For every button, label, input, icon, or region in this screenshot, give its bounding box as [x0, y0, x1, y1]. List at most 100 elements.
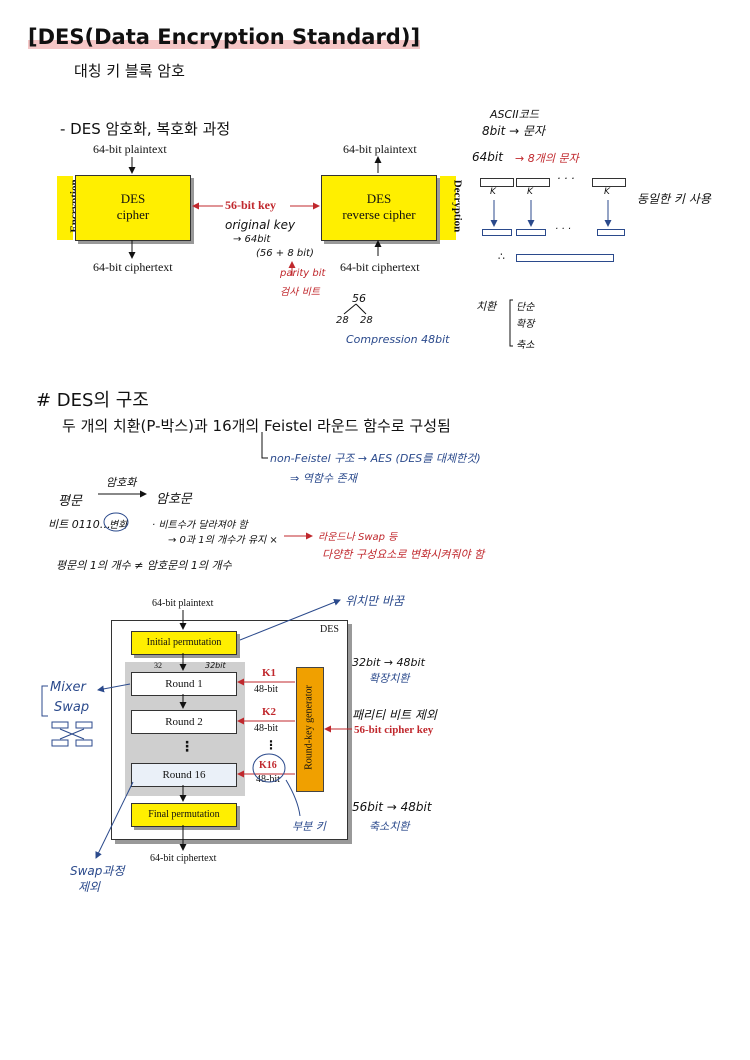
- split-lines: [343, 303, 367, 315]
- encryption-side-bar: [57, 176, 73, 240]
- block-1: [480, 178, 514, 187]
- decryption-side-bar: [440, 176, 456, 240]
- enc-plaintext-label: 64-bit plaintext: [93, 142, 167, 156]
- k2-bits: 48-bit: [254, 723, 278, 734]
- round-16-box: Round 16: [131, 763, 237, 787]
- note-plaintext: 평문: [58, 494, 82, 509]
- dec-plaintext-label: 64-bit plaintext: [343, 142, 417, 156]
- final-permutation-box: Final permutation: [131, 803, 237, 827]
- out-block-1: [482, 229, 512, 236]
- note-28-right: 28: [360, 315, 373, 326]
- out-block-2: [516, 229, 546, 236]
- block-n: [592, 178, 626, 187]
- round-1-box: Round 1: [131, 672, 237, 696]
- section-heading-process: - DES 암호화, 복호화 과정: [60, 120, 231, 138]
- note-56: 56: [352, 292, 366, 305]
- k16-bits: 48-bit: [256, 774, 280, 785]
- structure-description: 두 개의 치환(P-박스)과 16개의 Feistel 라운드 함수로 구성됨: [62, 417, 451, 435]
- block-2: [516, 178, 550, 187]
- note-32-to-48: 32bit → 48bit: [352, 656, 425, 669]
- des-frame-label: DES: [320, 624, 339, 635]
- k1-bits: 48-bit: [254, 684, 278, 695]
- note-excluded: 제외: [78, 880, 101, 894]
- swap-box-2: [75, 721, 93, 729]
- change-circle: [103, 512, 129, 532]
- swap-box-3: [51, 739, 69, 747]
- key-k-2: K: [527, 187, 533, 197]
- note-64bit: → 64bit: [233, 234, 271, 245]
- note-position-only: 위치만 바꿈: [345, 594, 405, 608]
- note-bits: 비트 0110…: [48, 518, 111, 531]
- note-28-left: 28: [336, 315, 349, 326]
- note-bits-differ: · 비트수가 달라져야 함: [152, 520, 248, 531]
- arrow-position-note: [239, 598, 341, 641]
- mixer-bracket: [41, 685, 48, 717]
- swap-cross: [59, 728, 85, 740]
- note-non-feistel: non-Feistel 구조 → AES (DES를 대체한것): [270, 452, 481, 465]
- block-dots: · · ·: [557, 172, 575, 185]
- out-dots: · · ·: [555, 224, 571, 235]
- keys-ellipsis: ⋮: [265, 738, 277, 752]
- k16-circle: [252, 753, 286, 783]
- therefore-mark: ∴: [498, 250, 505, 263]
- key-k-1: K: [490, 187, 496, 197]
- cipher-key-label: 56-bit cipher key: [354, 724, 434, 736]
- note-swap: Swap: [54, 700, 90, 715]
- page-subtitle: 대칭 키 블록 암호: [74, 62, 185, 80]
- subst-bracket: [509, 299, 513, 347]
- note-original-key: original key: [225, 218, 296, 232]
- note-ones-count: 평문의 1의 개수 ≠ 암호문의 1의 개수: [56, 559, 232, 572]
- note-compression-perm: 축소치환: [369, 820, 410, 833]
- round-2-box: Round 2: [131, 710, 237, 734]
- note-56-plus-8: (56 + 8 bit): [256, 248, 314, 259]
- k16-label: K16: [259, 760, 277, 771]
- note-inverse: ⇒ 역함수 존재: [290, 472, 357, 485]
- note-8-chars: → 8개의 문자: [515, 152, 579, 165]
- arrow-mixer-note: [97, 683, 131, 693]
- note-expand: 확장: [516, 319, 535, 330]
- arrow-swap-note: [95, 781, 134, 859]
- note-parity-removed: 패리티 비트 제외: [352, 708, 437, 722]
- note-check-bit: 검사 비트: [280, 287, 320, 298]
- initial-permutation-box: Initial permutation: [131, 631, 237, 655]
- note-8bit-char: 8bit → 문자: [482, 124, 546, 138]
- note-encrypt: 암호화: [106, 476, 137, 489]
- label-32bit: 32bit: [205, 661, 226, 670]
- feistel-bracket: [261, 432, 268, 459]
- note-ascii: ASCII코드: [490, 108, 539, 121]
- note-substitution: 치환: [476, 300, 497, 313]
- key-label: 56-bit key: [225, 198, 276, 212]
- dec-ciphertext-label: 64-bit ciphertext: [340, 260, 420, 274]
- des-cipher-box: DES cipher: [75, 175, 191, 241]
- note-parity-bit: parity bit: [280, 268, 326, 279]
- note-same-key: 동일한 키 사용: [637, 192, 711, 206]
- note-mixer: Mixer: [50, 680, 86, 695]
- note-reduce: 축소: [516, 340, 535, 351]
- out-block-n: [597, 229, 625, 236]
- note-various-components: 다양한 구성요소로 변화시켜줘야 함: [322, 548, 485, 561]
- des-plaintext-label: 64-bit plaintext: [152, 598, 214, 609]
- page-title: [DES(Data Encryption Standard)]: [28, 25, 421, 49]
- note-expansion: 확장치환: [369, 672, 410, 685]
- note-simple: 단순: [516, 302, 535, 313]
- note-round-swap: 라운드나 Swap 등: [318, 532, 398, 543]
- note-compression: Compression 48bit: [346, 333, 450, 346]
- label-32: 32: [154, 661, 162, 670]
- swap-box-1: [51, 721, 69, 729]
- note-ciphertext: 암호문: [156, 492, 192, 507]
- swap-box-4: [75, 739, 93, 747]
- section-heading-structure: # DES의 구조: [36, 390, 149, 411]
- note-subkey: 부분 키: [292, 820, 326, 833]
- note-swap-process: Swap과정: [70, 864, 125, 878]
- des-ciphertext-label: 64-bit ciphertext: [150, 853, 217, 864]
- round-key-generator-box: [296, 667, 324, 792]
- note-change: 변화: [109, 520, 128, 531]
- enc-ciphertext-label: 64-bit ciphertext: [93, 260, 173, 274]
- note-count-not-kept: → 0과 1의 개수가 유지 ×: [168, 535, 278, 546]
- k1-label: K1: [262, 667, 277, 679]
- subkey-pointer: [285, 779, 301, 817]
- k2-label: K2: [262, 706, 277, 718]
- key-k-n: K: [604, 187, 610, 197]
- des-reverse-cipher-box: DES reverse cipher: [321, 175, 437, 241]
- rounds-ellipsis: ⋮: [180, 739, 194, 755]
